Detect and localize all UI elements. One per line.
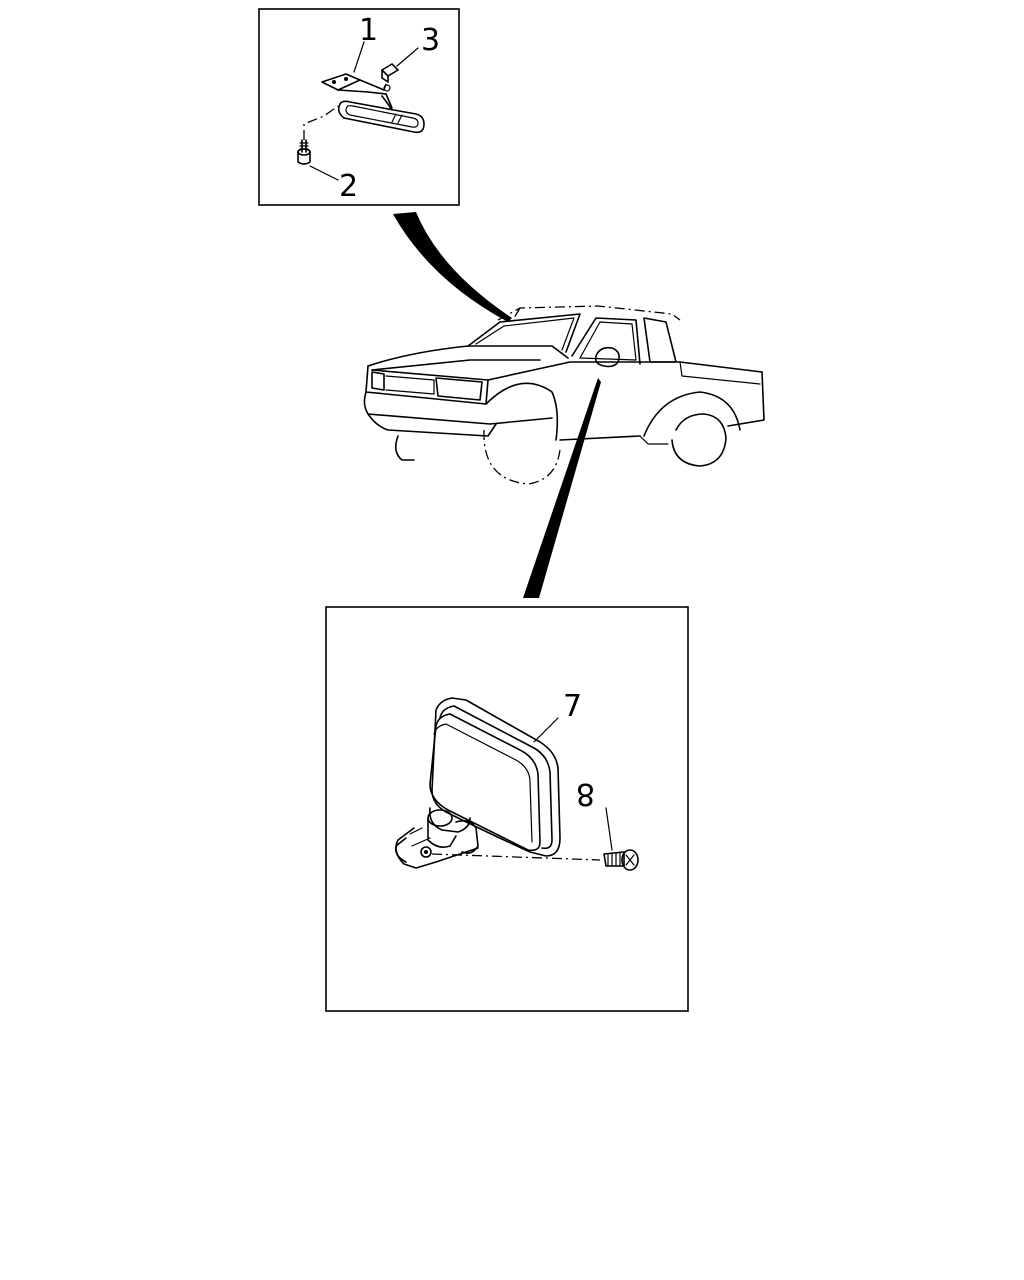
outside-mirror bbox=[429, 697, 561, 857]
pointer-wedge-lower bbox=[523, 378, 601, 598]
outside-mirror-detail-frame bbox=[325, 606, 689, 1012]
inner-mirror bbox=[337, 93, 425, 134]
mirror-screw bbox=[297, 139, 311, 165]
callout-8: 8 bbox=[576, 776, 595, 811]
outside-mirror-detail: 7 8 bbox=[325, 606, 689, 1012]
pointer-wedge-upper bbox=[393, 212, 512, 322]
callout-7: 7 bbox=[563, 689, 582, 724]
callout-1: 1 bbox=[359, 13, 378, 48]
inner-mirror-detail: 1 3 2 bbox=[258, 8, 460, 206]
callout-3: 3 bbox=[421, 23, 440, 58]
callout-2: 2 bbox=[339, 169, 358, 204]
inner-mirror-detail-frame bbox=[258, 8, 460, 206]
mirror-base bbox=[394, 807, 479, 869]
mirror-bracket bbox=[321, 73, 387, 95]
mirror-bolt bbox=[603, 849, 639, 871]
pickup-truck bbox=[363, 305, 765, 485]
